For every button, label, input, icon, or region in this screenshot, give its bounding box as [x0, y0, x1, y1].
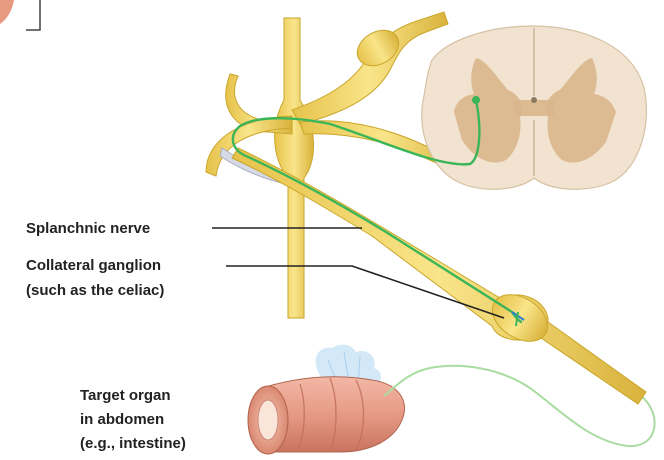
corner-fragment: [0, 0, 40, 30]
target-organ-label-line2: in abdomen: [80, 410, 164, 429]
splanchnic-nerve-label: Splanchnic nerve: [26, 219, 150, 238]
sympathetic-trunk: [275, 18, 314, 318]
rami-branches: [206, 74, 292, 184]
target-organ-label-line3: (e.g., intestine): [80, 434, 186, 453]
target-organ-label-line1: Target organ: [80, 386, 171, 405]
preganglionic-cell-body: [472, 96, 480, 104]
collateral-ganglion-label-line2: (such as the celiac): [26, 281, 164, 300]
intestine-target-organ: [248, 377, 404, 454]
collateral-ganglion-label-line1: Collateral ganglion: [26, 256, 161, 275]
